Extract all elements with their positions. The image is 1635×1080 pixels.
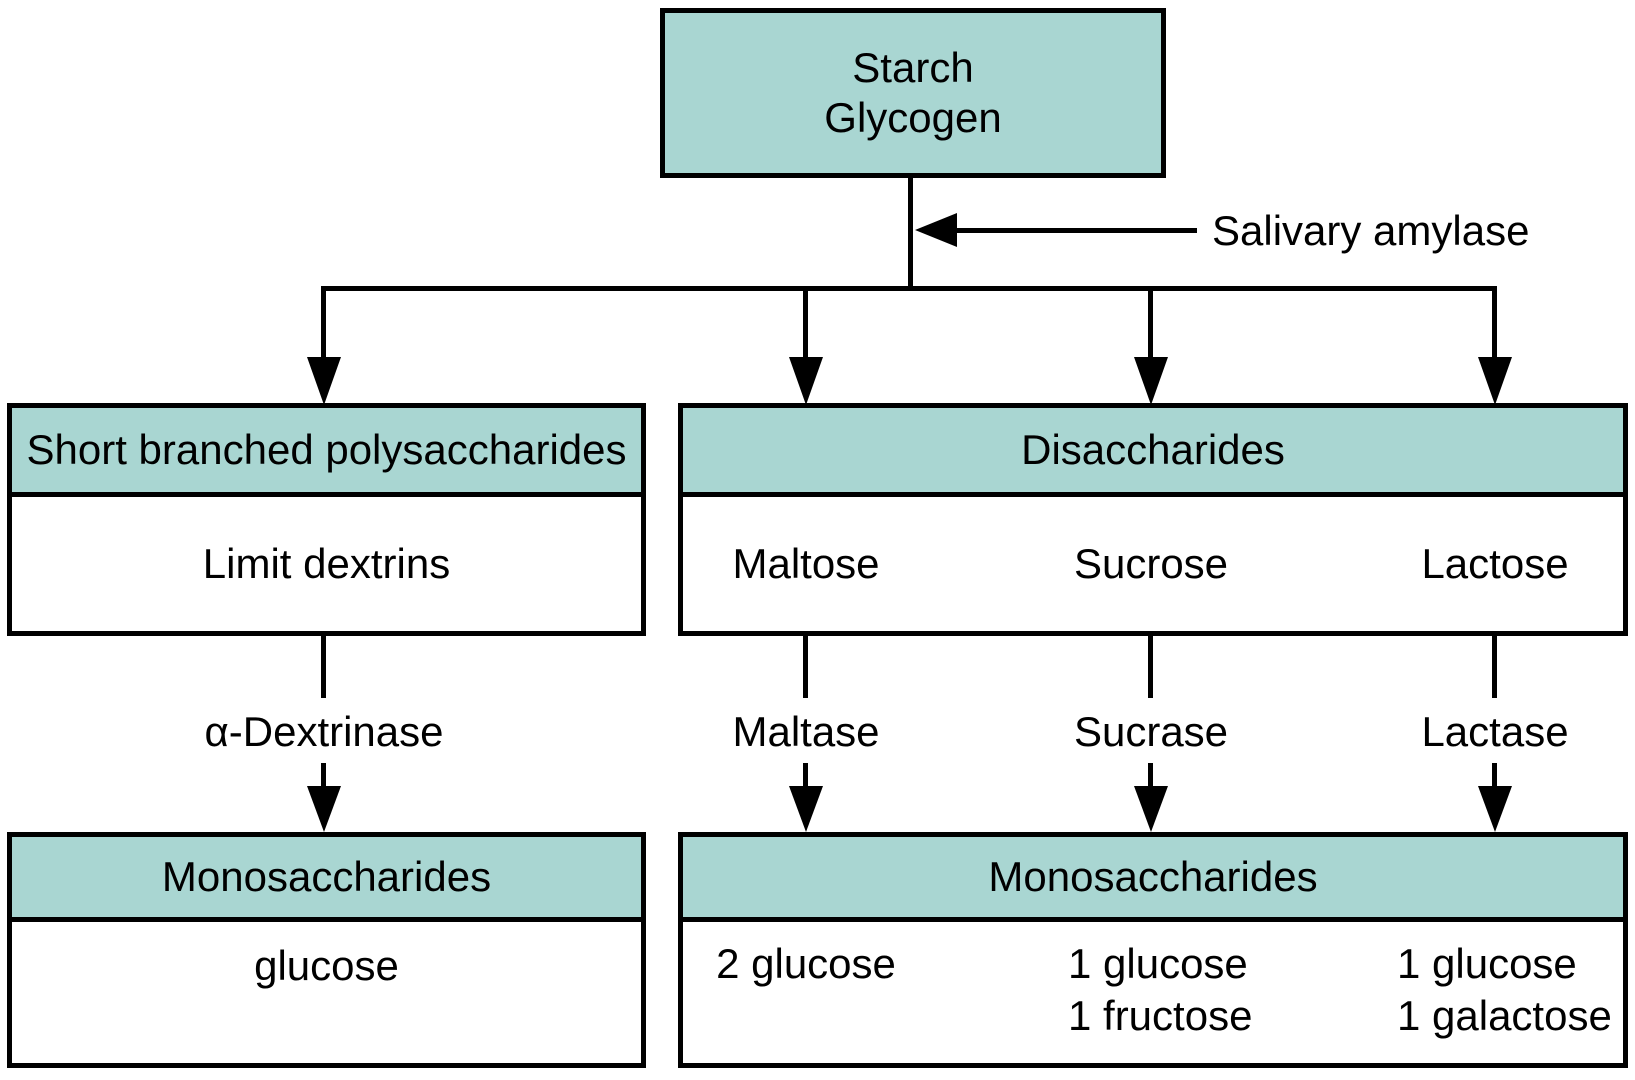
lactose-product-line-2: 1 galactose	[1397, 992, 1612, 1039]
lactase-arrowhead-icon	[1478, 786, 1512, 832]
short-branched-polysaccharides-header: Short branched polysaccharides	[12, 408, 641, 497]
salivary-amylase-label: Salivary amylase	[1212, 207, 1530, 254]
short-branched-polysaccharides-box: Short branched polysaccharides Limit dex…	[7, 403, 646, 636]
sucrose-product-line-1: 1 glucose	[1068, 940, 1248, 987]
branch-drop-line-4	[1492, 288, 1497, 358]
top-connector-line	[908, 178, 913, 290]
disaccharides-header: Disaccharides	[683, 408, 1623, 497]
maltose-label: Maltose	[732, 540, 880, 587]
disaccharides-box: Disaccharides Maltose Sucrose Lactose	[678, 403, 1628, 636]
maltose-product-line: 2 glucose	[716, 940, 896, 987]
dextrinase-arrowhead-icon	[307, 786, 341, 832]
lactose-label: Lactose	[1421, 540, 1569, 587]
lactase-lower-line	[1492, 763, 1497, 789]
branch-drop-line-3	[1148, 288, 1153, 358]
sucrase-label: Sucrase	[1073, 708, 1229, 755]
glycogen-label: Glycogen	[824, 94, 1002, 141]
monosaccharides-left-header: Monosaccharides	[12, 837, 641, 922]
alpha-dextrinase-label: α-Dextrinase	[204, 708, 444, 755]
disaccharides-body: Maltose Sucrose Lactose	[683, 497, 1623, 631]
sucrase-upper-line	[1148, 635, 1153, 698]
branch-drop-line-2	[803, 288, 808, 358]
maltase-upper-line	[803, 635, 808, 698]
starch-label: Starch	[852, 44, 974, 91]
monosaccharides-left-box: Monosaccharides glucose	[7, 832, 646, 1068]
branch-drop-line-1	[321, 288, 326, 358]
sucrose-products: 1 glucose 1 fructose	[1068, 938, 1252, 1042]
maltose-products: 2 glucose	[716, 938, 896, 990]
sucrase-arrowhead-icon	[1134, 786, 1168, 832]
sucrose-product-line-2: 1 fructose	[1068, 992, 1253, 1039]
monosaccharides-right-header: Monosaccharides	[683, 837, 1623, 922]
branch-arrowhead-1-icon	[307, 357, 341, 405]
glucose-label: glucose	[254, 942, 399, 989]
branch-arrowhead-4-icon	[1478, 357, 1512, 405]
salivary-arrowhead-left-icon	[915, 213, 957, 247]
maltase-label: Maltase	[732, 708, 880, 755]
starch-glycogen-box: Starch Glycogen	[660, 8, 1166, 178]
dextrinase-upper-line	[321, 635, 326, 698]
monosaccharides-right-box: Monosaccharides 2 glucose 1 glucose 1 fr…	[678, 832, 1628, 1068]
sucrose-label: Sucrose	[1073, 540, 1229, 587]
lactase-label: Lactase	[1421, 708, 1569, 755]
monosaccharides-right-body: 2 glucose 1 glucose 1 fructose 1 glucose…	[683, 922, 1623, 1063]
branch-arrowhead-3-icon	[1134, 357, 1168, 405]
salivary-arrow-line	[955, 228, 1197, 233]
limit-dextrins-label: Limit dextrins	[202, 540, 451, 587]
lactose-product-line-1: 1 glucose	[1397, 940, 1577, 987]
sucrase-lower-line	[1148, 763, 1153, 789]
maltase-arrowhead-icon	[789, 786, 823, 832]
dextrinase-lower-line	[321, 763, 326, 789]
maltase-lower-line	[803, 763, 808, 789]
branch-horizontal-line	[321, 286, 1497, 291]
lactose-products: 1 glucose 1 galactose	[1397, 938, 1612, 1042]
lactase-upper-line	[1492, 635, 1497, 698]
branch-arrowhead-2-icon	[789, 357, 823, 405]
